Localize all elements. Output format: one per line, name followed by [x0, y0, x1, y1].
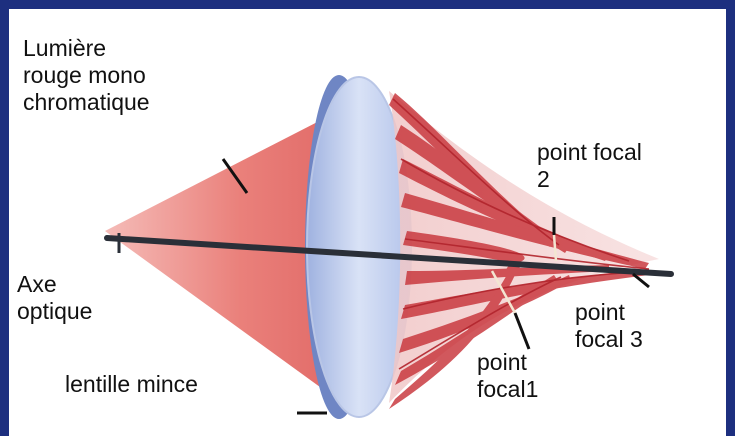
label-focal1-line1: point: [477, 349, 538, 376]
label-axis: Axe optique: [17, 271, 92, 325]
label-focal3: point focal 3: [575, 299, 643, 353]
label-focal2: point focal 2: [537, 139, 642, 193]
label-light: Lumière rouge mono chromatique: [23, 35, 150, 116]
light-cone: [105, 115, 331, 395]
label-focal3-line1: point: [575, 299, 643, 326]
label-light-line1: Lumière: [23, 35, 150, 62]
label-axis-line2: optique: [17, 298, 92, 325]
focal1-tick: [515, 313, 529, 349]
label-light-line2: rouge mono: [23, 62, 150, 89]
label-axis-line1: Axe: [17, 271, 92, 298]
label-focal2-line1: point focal: [537, 139, 642, 166]
label-focal1-line2: focal1: [477, 376, 538, 403]
label-lens-text: lentille mince: [65, 371, 198, 398]
label-focal2-line2: 2: [537, 166, 642, 193]
label-focal3-line2: focal 3: [575, 326, 643, 353]
label-focal1: point focal1: [477, 349, 538, 403]
label-lens: lentille mince: [65, 371, 198, 398]
label-light-line3: chromatique: [23, 89, 150, 116]
